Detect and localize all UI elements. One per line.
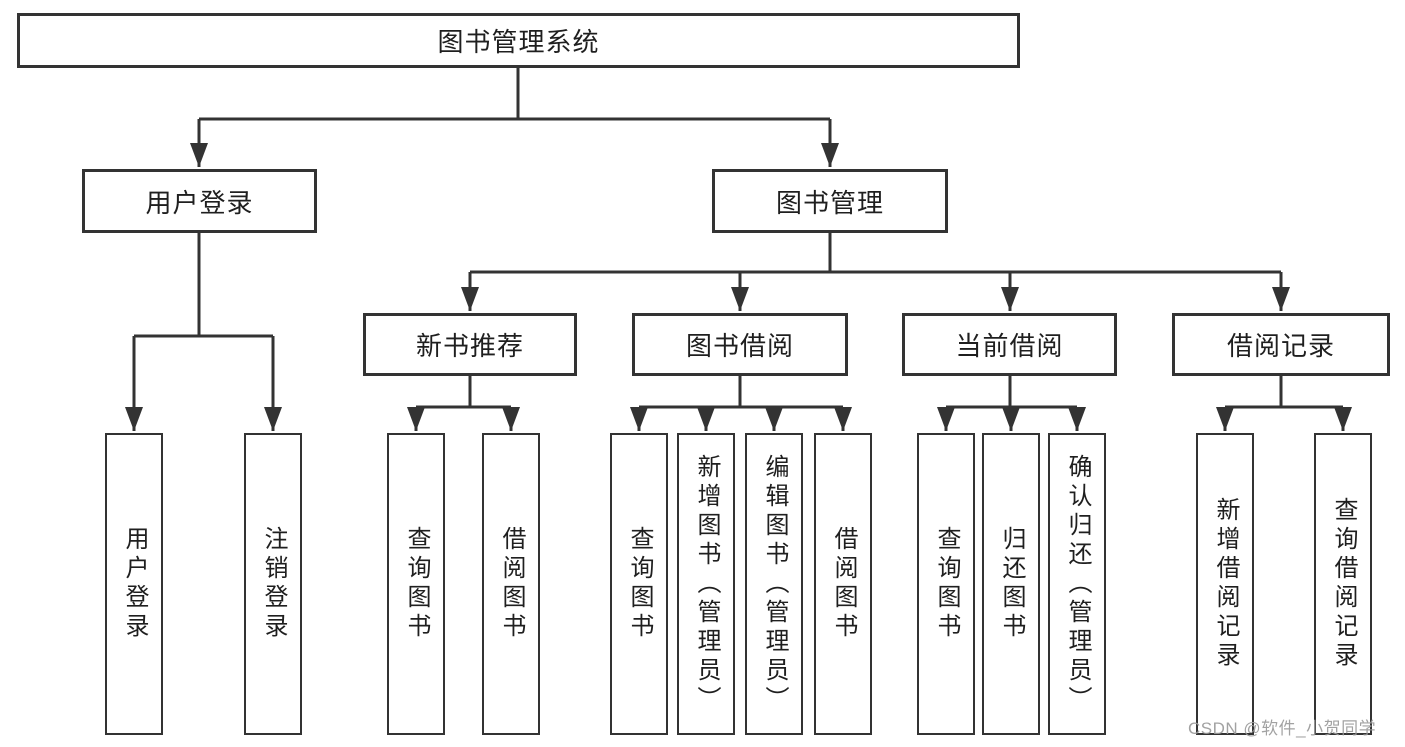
edge-book-management-junction: [470, 233, 1281, 274]
leaf-label: 借阅图书: [498, 526, 525, 642]
leaf-label: 查询图书: [626, 526, 653, 642]
node-new-book-recommend-label: 新书推荐: [415, 331, 524, 361]
edge-user-login-junction: [134, 233, 273, 338]
node-user-login: 用户登录: [82, 169, 317, 233]
leaf-label: 借阅图书: [830, 526, 857, 642]
node-new-book-recommend: 新书推荐: [363, 313, 577, 376]
node-book-management-label: 图书管理: [775, 187, 884, 218]
edge-new-book-recommend-junction: [416, 376, 511, 409]
leaf-label: 确认归还（管理员）: [1064, 453, 1091, 715]
node-book-borrowing-label: 图书借阅: [685, 331, 794, 361]
leaf-label: 查询借阅记录: [1330, 497, 1357, 671]
node-current-borrowing: 当前借阅: [902, 313, 1117, 376]
node-leaf-borrow-books-recommend: 借阅图书: [482, 433, 540, 735]
leaf-label: 新增借阅记录: [1212, 497, 1239, 671]
leaf-label: 归还图书: [998, 526, 1025, 642]
leaf-label: 用户登录: [121, 526, 148, 642]
leaf-label: 编辑图书（管理员）: [761, 453, 788, 715]
node-book-borrowing: 图书借阅: [632, 313, 848, 376]
node-leaf-add-borrow-record: 新增借阅记录: [1196, 433, 1254, 735]
node-leaf-edit-books-admin: 编辑图书（管理员）: [745, 433, 803, 735]
node-leaf-query-books-borrow: 查询图书: [610, 433, 668, 735]
edge-root-junction: [199, 68, 830, 121]
node-leaf-query-books-recommend: 查询图书: [387, 433, 445, 735]
node-borrowing-records-label: 借阅记录: [1226, 331, 1335, 361]
leaf-label: 查询图书: [403, 526, 430, 642]
node-leaf-return-books: 归还图书: [982, 433, 1040, 735]
leaf-label: 查询图书: [933, 526, 960, 642]
leaf-label: 注销登录: [260, 526, 287, 642]
node-leaf-logout: 注销登录: [244, 433, 302, 735]
node-leaf-query-borrow-record: 查询借阅记录: [1314, 433, 1372, 735]
edge-current-borrowing-junction: [946, 376, 1077, 409]
node-leaf-confirm-return-admin: 确认归还（管理员）: [1048, 433, 1106, 735]
node-borrowing-records: 借阅记录: [1172, 313, 1390, 376]
node-leaf-borrow-books: 借阅图书: [814, 433, 872, 735]
node-user-login-label: 用户登录: [145, 187, 254, 218]
node-book-management: 图书管理: [712, 169, 948, 233]
node-leaf-user-login: 用户登录: [105, 433, 163, 735]
edge-book-borrowing-junction: [639, 376, 843, 409]
node-leaf-add-books-admin: 新增图书（管理员）: [677, 433, 735, 735]
node-leaf-query-books-current: 查询图书: [917, 433, 975, 735]
edge-borrowing-records-junction: [1225, 376, 1343, 409]
leaf-label: 新增图书（管理员）: [693, 453, 720, 715]
node-root-system-label: 图书管理系统: [437, 27, 600, 57]
csdn-watermark: CSDN @软件_小贺同学: [1188, 719, 1377, 738]
node-root-system: 图书管理系统: [17, 13, 1020, 68]
node-current-borrowing-label: 当前借阅: [955, 331, 1064, 361]
